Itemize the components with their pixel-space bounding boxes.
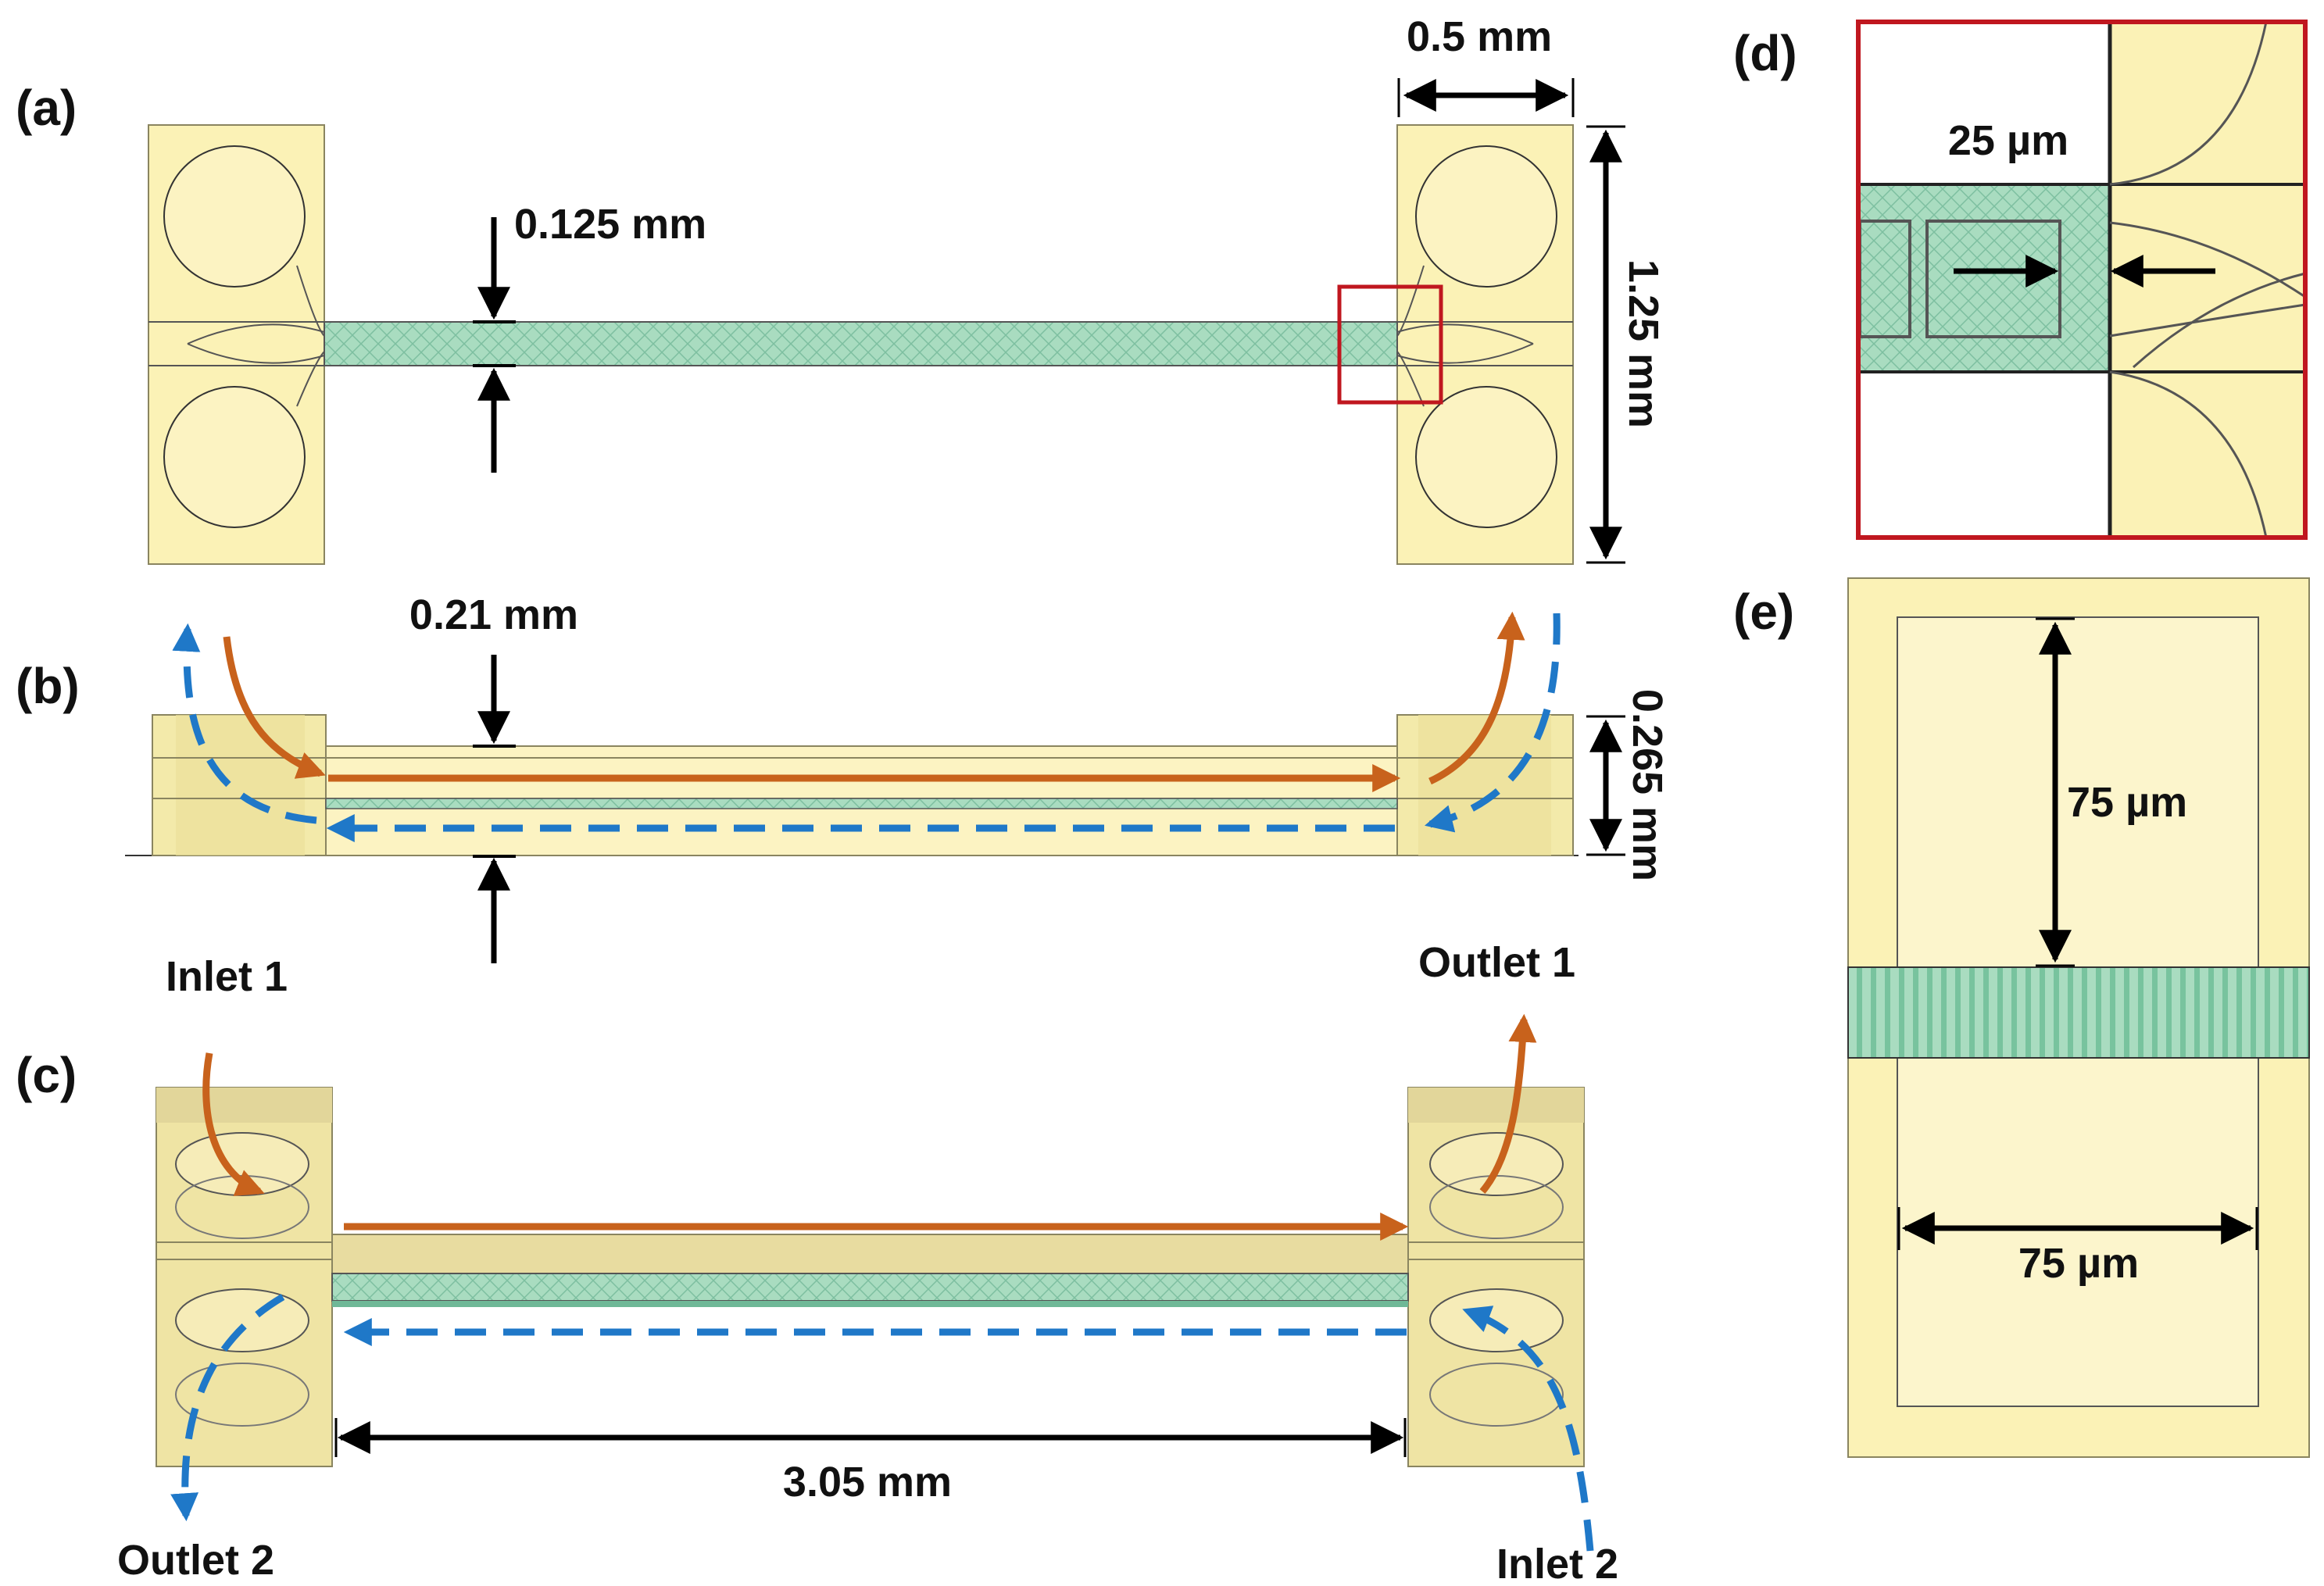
highlight-box: [1337, 284, 1443, 405]
dim-label-channel-width: 0.125 mm: [514, 201, 706, 248]
inlet-flow: [202, 1052, 265, 1196]
label-inlet-2: Inlet 2: [1496, 1541, 1618, 1586]
dim-label-channel-depth: 0.21 mm: [409, 591, 578, 638]
port-cylinder: [175, 1288, 309, 1352]
membrane-zoom: [1858, 184, 2110, 372]
inlet-flow-blue: [1462, 1306, 1594, 1552]
membrane-strip: [1847, 966, 2310, 1059]
dim-label-pore-height: 75 µm: [2067, 779, 2187, 826]
label-inlet-1: Inlet 1: [166, 953, 288, 1000]
panel-b: (b) 0.21 mm 0.265 mm Inlet 1 Outlet 1: [16, 591, 1671, 1000]
panel-label-c: (c): [16, 1047, 77, 1103]
membrane-channel: [331, 1273, 1409, 1302]
port-circle: [163, 386, 306, 528]
dim-label-block-thickness: 0.265 mm: [1624, 689, 1671, 881]
outlet-flow: [1479, 1013, 1537, 1194]
membrane-channel: [324, 321, 1398, 366]
panel-c: (c) 3.05 mm Outlet 2 Inlet 2: [16, 1013, 1618, 1586]
panel-e: (e) 75 µm 75 µm: [1733, 577, 2310, 1458]
inlet-flow: [223, 636, 326, 779]
port-circle: [1415, 386, 1557, 528]
label-outlet-2: Outlet 2: [117, 1537, 274, 1584]
outlet-flow-blue: [170, 1294, 285, 1522]
panel-a: (a) 0.5 mm 0.125 mm 1.25 mm: [16, 13, 1667, 565]
dim-label-top-width: 0.5 mm: [1407, 13, 1552, 60]
dim-label-pore-width: 75 µm: [2018, 1240, 2139, 1287]
panel-label-b: (b): [16, 658, 80, 714]
dim-label-channel-length: 3.05 mm: [783, 1459, 952, 1506]
panel-label-a: (a): [16, 80, 77, 136]
port-circle: [1415, 145, 1557, 288]
dim-label-gap: 25 µm: [1948, 117, 2068, 164]
panel-d: (d) 25 µm: [1733, 20, 2308, 540]
zoom-frame: [1856, 20, 2308, 540]
membrane-layer: [325, 798, 1398, 809]
port-circle: [163, 145, 306, 288]
outlet-flow: [1428, 611, 1525, 785]
channel-top: [331, 1234, 1409, 1274]
label-outlet-1: Outlet 1: [1418, 939, 1575, 986]
port-cylinder: [1429, 1288, 1564, 1352]
outlet-flow-blue: [172, 623, 317, 824]
panel-label-e: (e): [1733, 584, 1794, 640]
panel-label-d: (d): [1733, 25, 1797, 81]
dim-label-block-height: 1.25 mm: [1620, 259, 1667, 428]
